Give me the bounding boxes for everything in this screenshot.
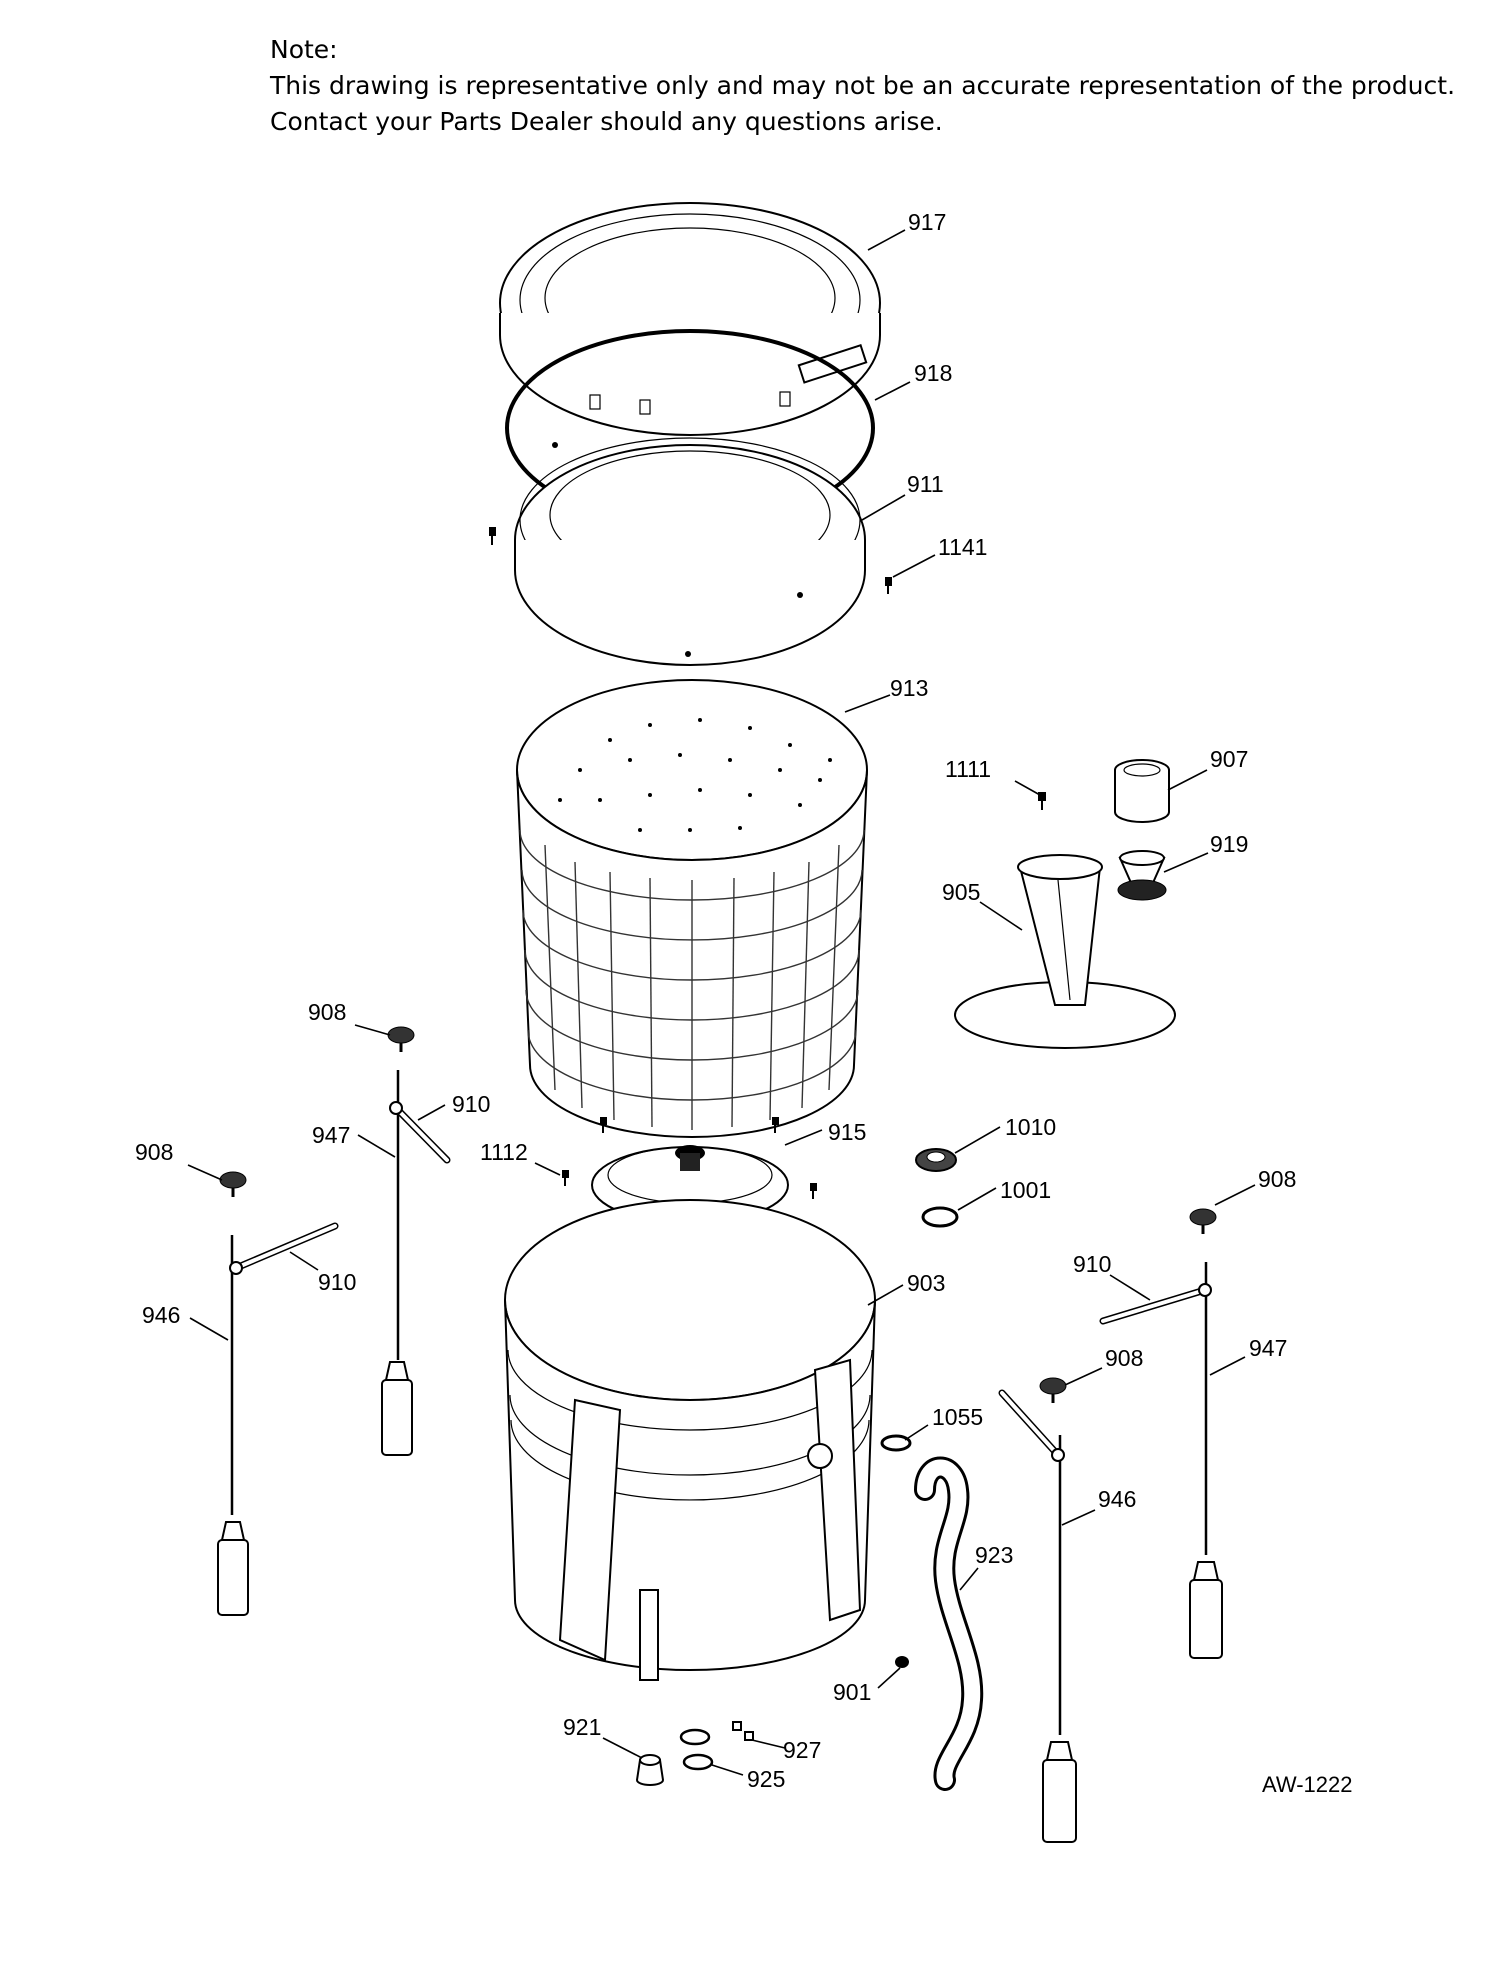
part-908-right-upper-cap[interactable] [1189, 1208, 1217, 1234]
label-921: 921 [563, 1714, 601, 1740]
part-925-o-rings[interactable] [679, 1728, 714, 1771]
label-903: 903 [907, 1270, 945, 1296]
part-labels: 917 918 911 1141 913 1111 907 919 905 90… [135, 209, 1353, 1797]
part-946-left-rod[interactable] [217, 1235, 249, 1616]
label-907: 907 [1210, 746, 1248, 772]
part-1141-screw[interactable] [885, 577, 892, 594]
label-946-b: 946 [1098, 1486, 1136, 1512]
label-905: 905 [942, 879, 980, 905]
screw-left[interactable] [489, 527, 496, 545]
part-901-clip[interactable] [895, 1656, 909, 1668]
label-1055: 1055 [932, 1404, 983, 1430]
label-919: 919 [1210, 831, 1248, 857]
label-910-b: 910 [318, 1269, 356, 1295]
label-908-b: 908 [135, 1139, 173, 1165]
part-910-right-lower-link[interactable] [998, 1389, 1065, 1462]
part-911-balance-ring[interactable] [514, 437, 866, 666]
label-927: 927 [783, 1737, 821, 1763]
part-921-plug[interactable] [635, 1754, 665, 1786]
part-1112-screw[interactable] [562, 1170, 569, 1186]
note-line-2: Contact your Parts Dealer should any que… [270, 107, 943, 136]
part-908-right-lower-cap[interactable] [1039, 1377, 1067, 1403]
disclaimer-note: Note: This drawing is representative onl… [270, 32, 1455, 140]
part-905-agitator-post[interactable] [954, 854, 1176, 1049]
label-947-a: 947 [312, 1122, 350, 1148]
label-911: 911 [907, 471, 944, 497]
part-903-outer-tub[interactable] [504, 1199, 876, 1681]
part-927-clips[interactable] [732, 1721, 754, 1741]
label-901: 901 [833, 1679, 871, 1705]
drawing-code: AW-1222 [1262, 1772, 1353, 1797]
label-918: 918 [914, 360, 952, 386]
label-1001: 1001 [1000, 1177, 1051, 1203]
part-947-right-rod[interactable] [1189, 1262, 1223, 1659]
part-946-right-rod[interactable] [1042, 1435, 1077, 1843]
part-907-cap[interactable] [1114, 759, 1170, 823]
part-1010-nut[interactable] [915, 1148, 957, 1172]
part-947-left-rod[interactable] [381, 1070, 413, 1456]
part-917-tub-cover-ring[interactable] [499, 202, 881, 436]
label-910-a: 910 [452, 1091, 490, 1117]
part-913-wash-basket[interactable] [516, 679, 868, 1138]
part-908-left-lower-cap[interactable] [219, 1171, 247, 1197]
label-1141: 1141 [938, 534, 987, 560]
label-915: 915 [828, 1119, 866, 1145]
label-910-c: 910 [1073, 1251, 1111, 1277]
leader-lines [187, 229, 1256, 1776]
part-910-right-upper-link[interactable] [1099, 1283, 1212, 1325]
label-923: 923 [975, 1542, 1013, 1568]
part-1001-washer[interactable] [921, 1206, 959, 1228]
label-1111: 1111 [945, 756, 991, 782]
label-925: 925 [747, 1766, 785, 1792]
label-1010: 1010 [1005, 1114, 1056, 1140]
part-1111-screw[interactable] [1038, 792, 1046, 810]
label-946-a: 946 [142, 1302, 180, 1328]
label-1112: 1112 [480, 1139, 528, 1165]
label-913: 913 [890, 675, 928, 701]
note-heading: Note: [270, 35, 338, 64]
part-923-drain-hose[interactable] [914, 1456, 984, 1791]
part-910-left-lower-link[interactable] [229, 1222, 339, 1275]
label-917: 917 [908, 209, 946, 235]
label-908-d: 908 [1105, 1345, 1143, 1371]
part-1055-hose-clamp[interactable] [880, 1434, 912, 1452]
part-910-left-upper-link[interactable] [389, 1101, 451, 1164]
label-908-c: 908 [1258, 1166, 1296, 1192]
label-947-b: 947 [1249, 1335, 1287, 1361]
part-919-coupling[interactable] [1117, 850, 1167, 901]
note-line-1: This drawing is representative only and … [270, 71, 1456, 100]
label-908-a: 908 [308, 999, 346, 1025]
part-908-left-upper-cap[interactable] [387, 1026, 415, 1052]
